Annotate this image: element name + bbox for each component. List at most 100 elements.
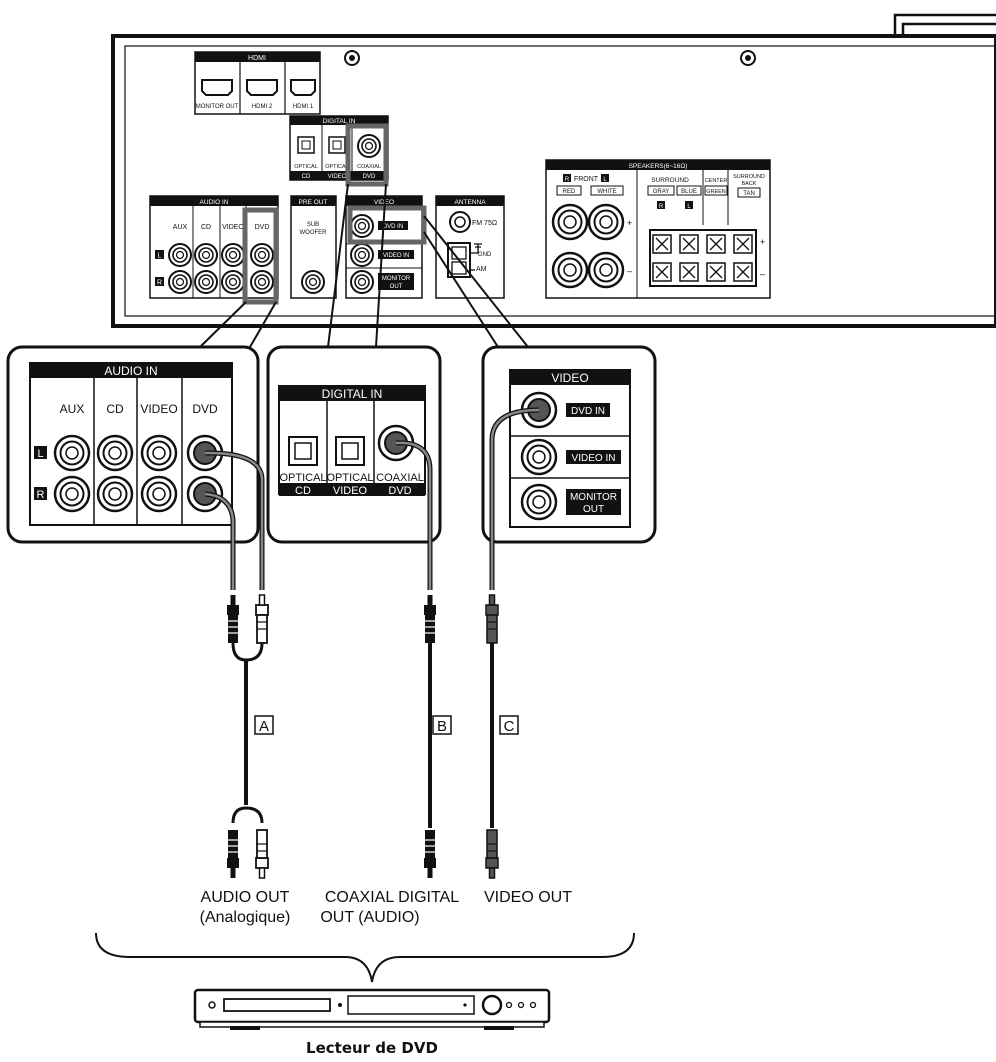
speakers-section: SPEAKERS(6~16Ω) R FRONT L RED WHITE + – … — [545, 159, 771, 299]
subwoofer-label: WOOFER — [300, 230, 328, 236]
front-l-label: L — [603, 177, 607, 183]
surround-r-label: R — [659, 204, 664, 210]
cable-a: A — [204, 450, 274, 879]
optical-jack-icon — [297, 136, 315, 154]
cable-c: C — [485, 407, 540, 879]
hdmi-port-label: MONITOR OUT — [196, 104, 239, 110]
spring-terminal-icon — [649, 229, 757, 287]
screw-icon — [740, 50, 756, 66]
rca-jack-icon — [520, 483, 558, 521]
hdmi-port-icon — [246, 79, 278, 96]
hdmi-header: HDMI — [248, 55, 266, 62]
monitor-out-label: MONITOR — [382, 276, 411, 282]
rca-jack-icon — [301, 270, 325, 294]
zoom-dvd-in-label: DVD IN — [571, 406, 605, 417]
zoom-monitor-out-label: MONITOR — [570, 492, 617, 503]
zoom-digital-header: DIGITAL IN — [322, 387, 383, 401]
speaker-post-icon — [587, 251, 625, 289]
zoom-audio-col: VIDEO — [140, 402, 177, 416]
front-r-label: R — [565, 177, 570, 183]
optical-jack-icon — [328, 136, 346, 154]
callout-lines — [199, 183, 529, 348]
zoom-right-label: R — [37, 489, 45, 501]
rca-jack-icon — [350, 270, 374, 294]
rca-jack-icon — [350, 243, 374, 267]
dvd-player-icon — [193, 988, 551, 1030]
surround-back-label: BACK — [742, 181, 757, 187]
zoom-digital-type: OPTICAL — [279, 472, 326, 484]
highlight-dvd-in — [347, 205, 427, 245]
audio-in-header: AUDIO IN — [200, 199, 229, 206]
audio-in-col: DVD — [255, 224, 270, 231]
audio-out-sublabel: (Analogique) — [200, 909, 291, 926]
audio-in-section: AUDIO IN AUX CD VIDEO DVD L R — [149, 195, 279, 305]
zoom-video: VIDEO DVD IN VIDEO IN MONITOR OUT — [481, 345, 657, 544]
pre-out-section: PRE OUT SUB WOOFER — [290, 195, 337, 299]
digital-in-header: DIGITAL IN — [323, 118, 356, 125]
gnd-label: GND — [478, 252, 492, 258]
zoom-digital-source: VIDEO — [333, 485, 368, 497]
device-label: Lecteur de DVD — [306, 1039, 438, 1057]
left-channel-label: L — [158, 253, 162, 260]
hdmi-port-label: HDMI 1 — [293, 104, 314, 110]
coaxial-jack-icon — [357, 134, 381, 158]
rca-jack-icon — [350, 214, 374, 238]
highlight-audio-dvd — [242, 207, 279, 305]
digital-in-source: DVD — [363, 174, 376, 180]
highlight-coaxial — [345, 123, 389, 187]
hdmi-port-icon — [290, 79, 316, 96]
zoom-audio-in: AUDIO IN AUX CD VIDEO DVD L R — [6, 345, 260, 544]
brace — [95, 932, 635, 983]
digital-in-type: OPTICAL — [325, 164, 349, 170]
zoom-digital-type: COAXIAL — [376, 472, 424, 484]
optical-jack-icon — [288, 436, 318, 466]
audio-in-col: AUX — [173, 224, 188, 231]
hdmi-port-label: HDMI 2 — [252, 104, 273, 110]
coax-out-label: COAXIAL DIGITAL — [325, 889, 459, 906]
cable-a-label: A — [259, 718, 269, 735]
speaker-post-icon — [587, 203, 625, 241]
video-out-label: VIDEO OUT — [484, 889, 572, 906]
zoom-left-label: L — [37, 448, 43, 460]
white-label: WHITE — [597, 189, 616, 195]
am-label: AM — [476, 266, 487, 273]
speaker-post-icon — [551, 251, 589, 289]
zoom-digital-type: OPTICAL — [326, 472, 373, 484]
surround-label: SURROUND — [651, 177, 689, 184]
tan-label: TAN — [743, 191, 755, 197]
cable-b-label: B — [437, 718, 447, 735]
blue-label: BLUE — [681, 189, 697, 195]
digital-in-source: CD — [302, 174, 311, 180]
surround-l-label: L — [687, 204, 691, 210]
zoom-monitor-out-label: OUT — [583, 504, 604, 515]
speakers-header: SPEAKERS(6~16Ω) — [629, 163, 688, 170]
right-channel-label: R — [157, 280, 162, 287]
zoom-digital-in: DIGITAL IN OPTICAL OPTICAL COAXIAL CD VI… — [266, 345, 442, 544]
zoom-digital-source: DVD — [388, 485, 411, 497]
surround-back-label: SURROUND — [733, 174, 765, 180]
zoom-audio-col: DVD — [192, 402, 218, 416]
zoom-digital-source: CD — [295, 485, 311, 497]
digital-in-source: VIDEO — [328, 174, 347, 180]
plus-label: + — [760, 237, 765, 247]
hdmi-section: HDMI MONITOR OUT HDMI 2 HDMI 1 — [194, 51, 321, 115]
digital-in-type: COAXIAL — [357, 164, 381, 170]
antenna-header: ANTENNA — [454, 199, 486, 206]
gray-label: GRAY — [653, 189, 670, 195]
video-in-label: VIDEO IN — [383, 253, 409, 259]
pre-out-header: PRE OUT — [299, 199, 328, 206]
zoom-audio-col: CD — [106, 402, 124, 416]
optical-jack-icon — [335, 436, 365, 466]
zoom-video-header: VIDEO — [551, 371, 588, 385]
rca-jack-icon — [520, 438, 558, 476]
fm-label: FM 75Ω — [472, 220, 497, 227]
subwoofer-label: SUB — [307, 222, 319, 228]
cable-c-label: C — [504, 718, 515, 735]
digital-in-type: OPTICAL — [294, 164, 318, 170]
zoom-audio-col: AUX — [60, 402, 85, 416]
audio-in-col: VIDEO — [222, 224, 244, 231]
screw-icon — [344, 50, 360, 66]
audio-out-label: AUDIO OUT — [201, 889, 290, 906]
audio-in-col: CD — [201, 224, 211, 231]
